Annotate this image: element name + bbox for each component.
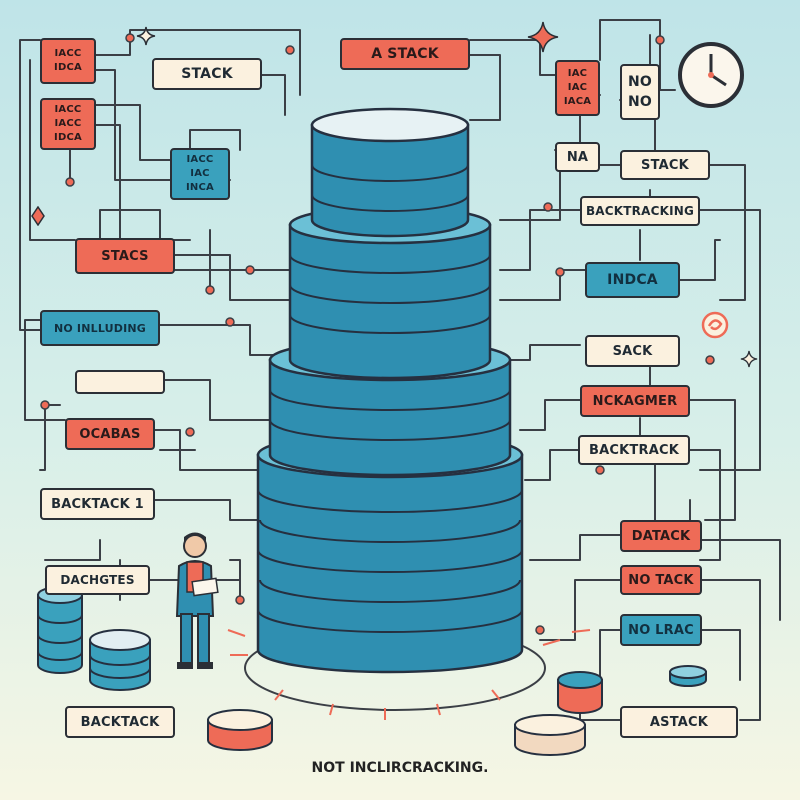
label-line: IDCA <box>54 132 82 143</box>
label-line: IACC <box>54 118 82 129</box>
sparkle-icon <box>136 26 156 46</box>
person-figure <box>175 532 219 669</box>
label-nckagmer: NCKAGMER <box>580 385 690 417</box>
label-left-teal: IACC IAC INCA <box>170 148 230 200</box>
label-no-tack: NO TACK <box>620 565 702 595</box>
sparkle-icon <box>527 21 559 53</box>
label-line: IACC <box>186 154 214 165</box>
caption: NOT INCLIRCRACKING. <box>311 760 489 776</box>
label-backtack-bottom: BACKTACK <box>65 706 175 738</box>
label-blank-bar <box>75 370 165 394</box>
label-line: IAC <box>567 82 588 93</box>
label-line: IAC <box>567 68 588 79</box>
label-datack: DATACK <box>620 520 702 552</box>
label-line: IACA <box>563 96 592 107</box>
label-line: INCA <box>186 182 214 193</box>
label-sack: SACK <box>585 335 680 367</box>
label-astack: ASTACK <box>620 706 738 738</box>
label-line: IDCA <box>54 62 82 73</box>
label-backtack-1: BACKTACK 1 <box>40 488 155 520</box>
label-stack-top: STACK <box>152 58 262 90</box>
label-line: NO <box>627 94 653 110</box>
label-top-left-2: IACC IACC IDCA <box>40 98 96 150</box>
label-top-left-1: IACC IDCA <box>40 38 96 84</box>
swirl-icon <box>701 311 729 339</box>
label-mid-right-red: IAC IAC IACA <box>555 60 600 116</box>
label-indca: INDCA <box>585 262 680 298</box>
label-no-no: NO NO <box>620 64 660 120</box>
label-na: NA <box>555 142 600 172</box>
label-line: IACC <box>54 48 82 59</box>
label-backtrack-right: BACKTRACK <box>578 435 690 465</box>
label-a-stack: A STACK <box>340 38 470 70</box>
sparkle-icon <box>31 206 45 226</box>
label-line: NO <box>627 74 653 90</box>
sparkle-icon <box>740 350 758 368</box>
label-stacs: STACS <box>75 238 175 274</box>
label-no-including: NO INLLUDING <box>40 310 160 346</box>
label-ocabas: OCABAS <box>65 418 155 450</box>
label-dachgtes: DACHGTES <box>45 565 150 595</box>
label-line: IACC <box>54 104 82 115</box>
clock-icon <box>678 42 744 108</box>
label-backtracking: BACKTRACKING <box>580 196 700 226</box>
label-line: IAC <box>190 168 210 179</box>
label-stack-right: STACK <box>620 150 710 180</box>
label-no-lrac: NO LRAC <box>620 614 702 646</box>
